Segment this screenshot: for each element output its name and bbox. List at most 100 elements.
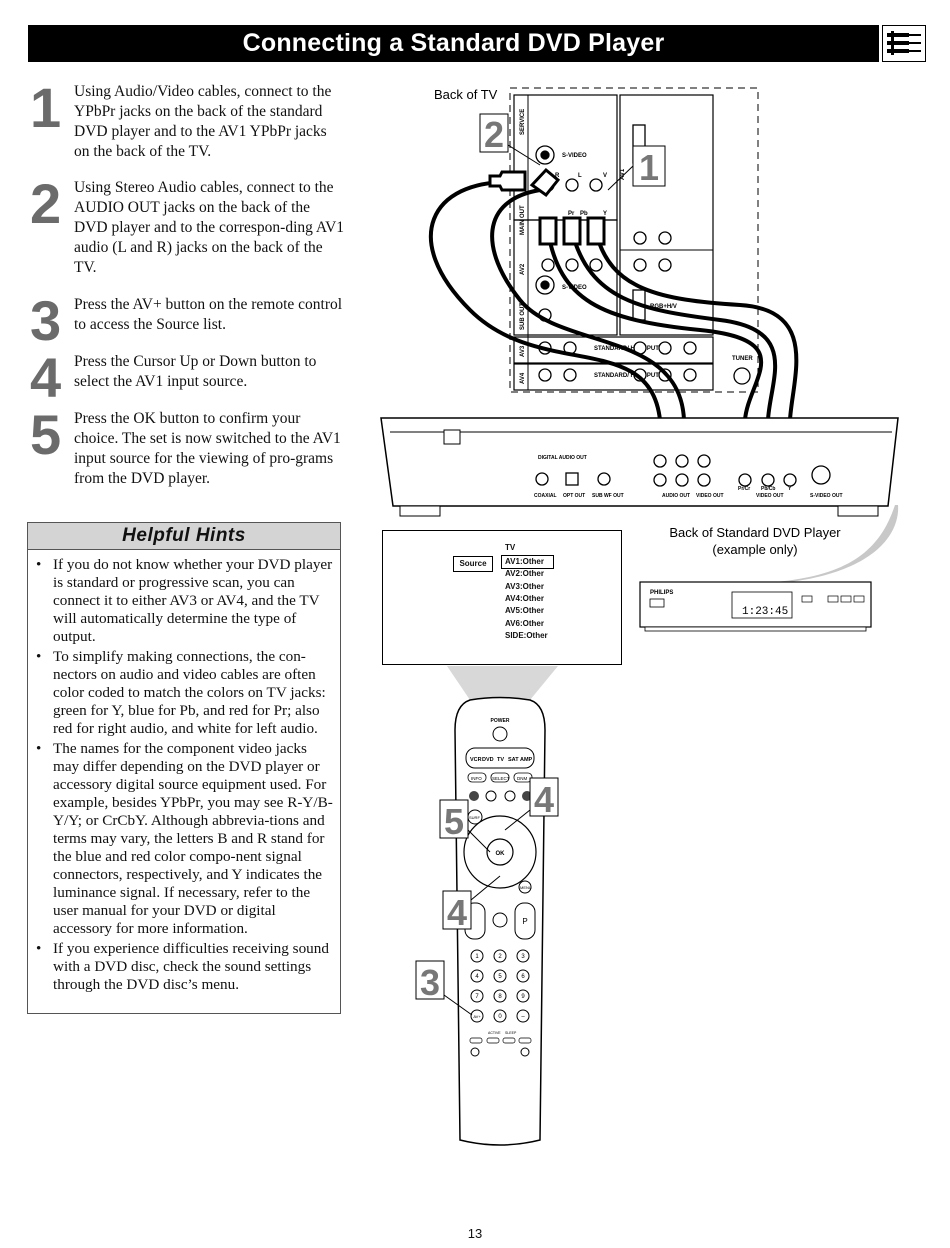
helpful-hints-box: Helpful Hints If you do not know whether… (27, 522, 341, 1014)
remote-digit-3: 3 (521, 954, 525, 960)
callout-4b: 4 (447, 892, 467, 933)
remote-beam (447, 666, 558, 700)
osd-tv-label: TV (505, 543, 516, 552)
dvd-label-svideo-out: S-VIDEO OUT (810, 493, 843, 499)
remote-digit-9: 9 (521, 994, 525, 1000)
osd-item-selected: AV1:Other (501, 555, 554, 569)
osd-source-label: Source (453, 556, 493, 572)
step-number: 4 (30, 346, 62, 409)
step-text: Press the OK button to confirm your choi… (74, 410, 341, 487)
hints-title: Helpful Hints (28, 523, 340, 550)
page-title: Connecting a Standard DVD Player (28, 25, 879, 62)
tv-label-av2: AV2 (520, 263, 526, 275)
dvd-label-opt-out: OPT OUT (563, 493, 585, 499)
remote-digit-8: 8 (498, 994, 502, 1000)
tv-label-sub-out: SUB OUT (520, 303, 526, 330)
remote-menu-label: MENU (520, 885, 532, 890)
remote-digit-2: 2 (498, 954, 502, 960)
tv-label-pr: Pr (568, 211, 575, 217)
dvd-label-coaxial: COAXIAL (534, 493, 557, 499)
dvd-label-digital-audio: DIGITAL AUDIO OUT (538, 455, 587, 461)
dvd-display: 1:23:45 (742, 606, 788, 618)
dvd-label-video-out: VIDEO OUT (696, 493, 724, 499)
tv-label-tuner: TUNER (732, 356, 753, 362)
remote-digit-0: 0 (498, 1014, 502, 1020)
remote-digit-4: 4 (475, 974, 479, 980)
tv-label-service: SERVICE (520, 109, 526, 135)
remote-dnm-label: DNM (517, 776, 527, 781)
cable-connectors-icon (882, 25, 926, 62)
remote-digit-6: 6 (521, 974, 525, 980)
hints-list: If you do not know whether your DVD play… (28, 556, 340, 994)
callout-1: 1 (639, 147, 659, 188)
remote-active-label: ACTIVE (488, 1031, 501, 1035)
step-text: Using Stereo Audio cables, connect to th… (74, 179, 345, 276)
tv-label-main-out: MAIN OUT (520, 205, 526, 235)
dvd-label-pr: Pr/Cr (738, 486, 750, 492)
remote-mode-amp: AMP (520, 757, 533, 763)
osd-item: SIDE:Other (505, 631, 548, 640)
step-number: 5 (30, 403, 62, 466)
remote-av-plus: AV+ (473, 1014, 481, 1019)
tv-label-av4: AV4 (520, 372, 526, 384)
step-text: Press the Cursor Up or Down button to se… (74, 353, 317, 390)
hint-item: If you experience difficulties receiving… (36, 940, 340, 994)
step-text: Press the AV+ button on the remote contr… (74, 296, 343, 333)
step-number: 1 (30, 76, 62, 139)
source-menu-screen: TV Source AV1:Other AV2:Other AV3:Other … (382, 530, 622, 665)
osd-item: AV2:Other (505, 569, 544, 578)
dvd-caption-line2: (example only) (712, 542, 797, 557)
remote-dash: – (521, 1014, 525, 1020)
tv-label-av3: AV3 (520, 345, 526, 357)
tv-label-standard-hd-2: STANDARD/ HD INPUTS (594, 373, 663, 379)
callout-3: 3 (420, 962, 440, 1003)
remote-digit-1: 1 (475, 954, 479, 960)
dvd-player-front: PHILIPS 1:23:45 (639, 581, 872, 632)
remote-sleep-label: SLEEP (505, 1031, 517, 1035)
tv-label-v: V (603, 173, 607, 179)
callout-4a: 4 (534, 779, 554, 820)
dvd-caption-line1: Back of Standard DVD Player (669, 525, 841, 540)
tv-label-pb: Pb (580, 211, 588, 217)
step-text: Using Audio/Video cables, connect to the… (74, 83, 332, 160)
remote-info-label: INFO (471, 776, 482, 781)
hint-item: The names for the component video jacks … (36, 740, 340, 938)
osd-item: AV5:Other (505, 606, 544, 615)
dvd-label-sub-wf: SUB WF OUT (592, 493, 624, 499)
cables (428, 179, 799, 422)
tv-label-y: Y (603, 211, 607, 217)
dvd-jacks (535, 454, 831, 487)
dvd-label-y: Y (788, 486, 792, 492)
osd-item: AV3:Other (505, 582, 544, 591)
dvd-label-video-out2: VIDEO OUT (756, 493, 784, 499)
page-title-text: Connecting a Standard DVD Player (242, 29, 665, 57)
back-of-tv-label: Back of TV (434, 87, 498, 102)
remote-mode-sat: SAT (508, 757, 519, 763)
tv-label-rgb: RGB+H/V (650, 304, 677, 310)
remote-select-label: SELECT (492, 776, 510, 781)
callouts: 2 1 4 5 4 3 (415, 113, 666, 1016)
remote-digit-5: 5 (498, 974, 502, 980)
callout-5: 5 (444, 801, 464, 842)
callout-2: 2 (484, 114, 504, 155)
tv-label-r: R (555, 173, 560, 179)
remote-surf-label: SURF (469, 815, 480, 820)
remote-mode-dvd: DVD (482, 757, 494, 763)
tv-label-av1: AV1 (620, 168, 626, 180)
remote-p-label: P (522, 917, 527, 926)
step-number: 3 (30, 289, 62, 352)
page-number: 13 (467, 1226, 483, 1241)
dvd-brand: PHILIPS (650, 590, 673, 596)
osd-item: AV6:Other (505, 619, 544, 628)
hint-item: If you do not know whether your DVD play… (36, 556, 340, 646)
tv-panel-outline (509, 87, 759, 393)
dvd-label-audio-out: AUDIO OUT (662, 493, 690, 499)
hint-item: To simplify making connections, the con-… (36, 648, 340, 738)
tv-label-l: L (578, 173, 582, 179)
remote-mode-vcr: VCR (470, 757, 482, 763)
connection-diagram: Back of TV SERVICE MAIN OUT AV2 SUB OUT … (380, 87, 899, 1146)
remote-digit-7: 7 (475, 994, 479, 1000)
remote-ok-label: OK (496, 851, 506, 857)
dvd-label-pb: Pb/Cb (761, 486, 775, 492)
remote-control: POWER VCR DVD TV SAT AMP INFO SELECT DNM… (454, 696, 546, 1146)
